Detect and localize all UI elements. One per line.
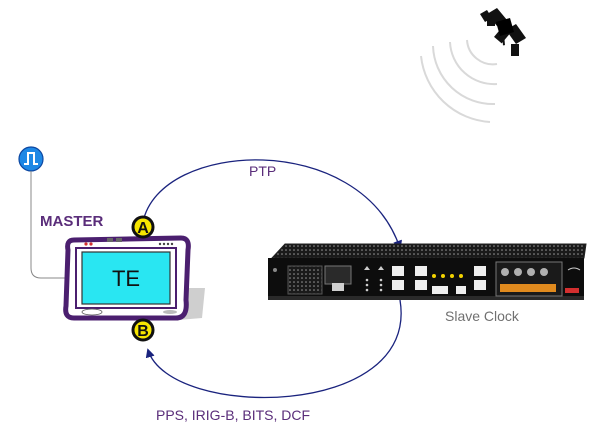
te-label: TE bbox=[112, 266, 140, 291]
return-signals-label: PPS, IRIG-B, BITS, DCF bbox=[156, 407, 310, 423]
slave-clock-device bbox=[268, 243, 587, 300]
device-indicator-red-2 bbox=[89, 242, 93, 246]
satellite-signal-waves bbox=[420, 39, 498, 123]
port-a-marker bbox=[131, 215, 155, 239]
port-b-label: B bbox=[137, 323, 149, 340]
pulse-connection-line bbox=[30, 171, 67, 279]
port-b-marker bbox=[131, 318, 155, 342]
square-pulse-icon bbox=[18, 146, 44, 172]
return-signals-arrow bbox=[145, 299, 402, 399]
master-label: MASTER bbox=[40, 213, 104, 230]
device-indicator-red bbox=[84, 242, 88, 246]
device-logo-badge bbox=[81, 308, 103, 316]
device-connector bbox=[107, 238, 113, 242]
device-inner-bezel bbox=[75, 247, 177, 309]
device-speaker bbox=[163, 310, 177, 314]
device-button-row bbox=[158, 242, 174, 246]
ptp-label: PTP bbox=[249, 163, 276, 179]
slave-clock-label: Slave Clock bbox=[445, 308, 520, 324]
ptp-arrow bbox=[142, 159, 402, 250]
port-a-label: A bbox=[137, 220, 149, 237]
device-connector bbox=[116, 238, 122, 242]
satellite-icon-body bbox=[480, 8, 526, 44]
te-screen bbox=[81, 251, 171, 305]
